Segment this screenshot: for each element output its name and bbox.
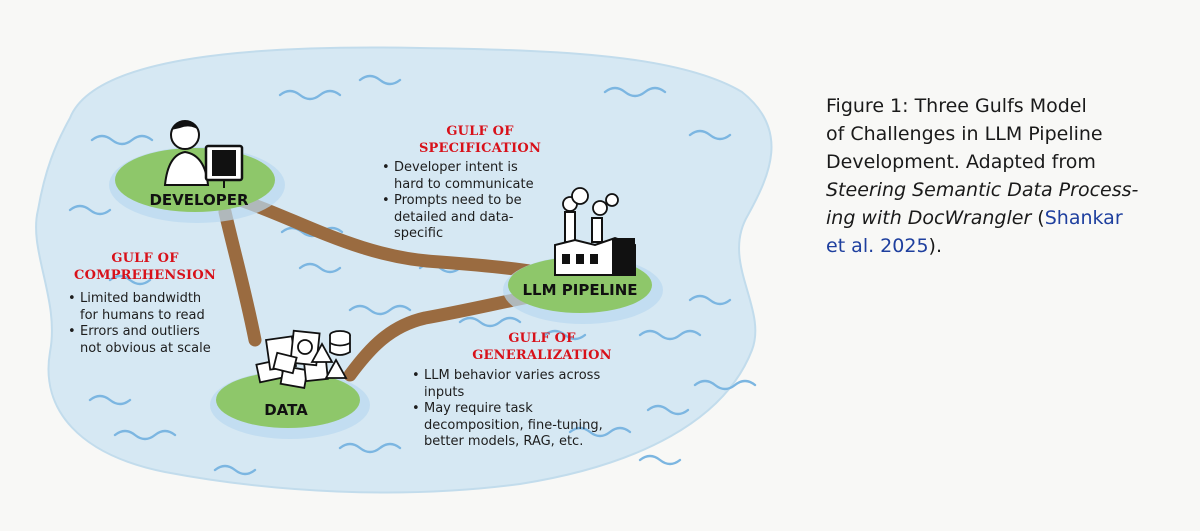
caption-line: ing with DocWrangler (Shankar: [826, 204, 1186, 232]
gulf-comprehension-title: GULF OF COMPREHENSION: [70, 250, 220, 284]
bullet-line: Errors and outliers: [80, 324, 200, 339]
caption-paren-open: (: [1031, 207, 1045, 229]
gulf-comprehension-title-line2: COMPREHENSION: [74, 268, 216, 283]
caption-line: Figure 1: Three Gulfs Model: [826, 95, 1087, 117]
bullet-line: better models, RAG, etc.: [424, 434, 584, 449]
factory-icon: [554, 187, 636, 276]
bullet-line: May require task: [424, 401, 533, 416]
bullet-line: Limited bandwidth: [80, 291, 202, 306]
bullet-line: LLM behavior varies across: [424, 368, 601, 383]
documents-icon: [255, 329, 351, 389]
bullet-line: for humans to read: [80, 307, 205, 323]
gulf-generalization-title: GULF OF GENERALIZATION: [462, 330, 622, 364]
bullet-line: not obvious at scale: [80, 340, 211, 356]
gulf-specification-title-line1: GULF OF: [446, 124, 514, 139]
caption-source-title: ing with DocWrangler: [826, 207, 1032, 229]
developer-person-icon: [163, 120, 244, 188]
gulf-comprehension-title-line1: GULF OF: [111, 251, 179, 266]
data-label: DATA: [264, 401, 308, 419]
gulf-specification-bullets: Developer intent is hard to communicate …: [380, 160, 570, 243]
caption-source-title: Steering Semantic Data Process-: [826, 179, 1139, 201]
list-item: Errors and outliers not obvious at scale: [66, 324, 241, 357]
gulf-comprehension-bullets: Limited bandwidth for humans to read Err…: [66, 291, 241, 357]
bullet-line: Prompts need to be: [394, 193, 522, 208]
citation-link[interactable]: Shankar: [1044, 207, 1123, 229]
list-item: Developer intent is hard to communicate: [380, 160, 570, 193]
bullet-line: specific: [394, 226, 444, 241]
caption-line: et al. 2025).: [826, 232, 1186, 260]
caption-paren-close: ).: [928, 235, 942, 257]
bullet-line: decomposition, fine-tuning,: [424, 417, 603, 433]
data-island: DATA: [210, 329, 370, 439]
gulf-generalization-bullets: LLM behavior varies across inputs May re…: [410, 368, 640, 451]
bullet-line: detailed and data-: [394, 209, 514, 225]
road-developer-data: [218, 205, 262, 347]
waves: [68, 74, 757, 476]
gulf-specification-title: GULF OF SPECIFICATION: [405, 123, 555, 157]
list-item: LLM behavior varies across inputs: [410, 368, 640, 401]
developer-island: DEVELOPER: [109, 120, 285, 223]
figure-caption: Figure 1: Three Gulfs Model of Challenge…: [826, 92, 1186, 260]
caption-line: of Challenges in LLM Pipeline: [826, 123, 1103, 145]
list-item: Limited bandwidth for humans to read: [66, 291, 241, 324]
bullet-line: inputs: [424, 384, 465, 400]
bullet-line: hard to communicate: [394, 176, 534, 192]
gulf-generalization-title-line2: GENERALIZATION: [472, 348, 612, 363]
llm-pipeline-label: LLM PIPELINE: [522, 281, 637, 299]
gulf-specification-title-line2: SPECIFICATION: [418, 141, 542, 156]
developer-label: DEVELOPER: [149, 191, 249, 209]
bullet-line: Developer intent is: [394, 160, 518, 175]
list-item: Prompts need to be detailed and data- sp…: [380, 193, 570, 243]
gulf-generalization-title-line1: GULF OF: [508, 331, 576, 346]
citation-link[interactable]: et al. 2025: [826, 235, 929, 257]
list-item: May require task decomposition, fine-tun…: [410, 401, 640, 451]
caption-line: Development. Adapted from: [826, 151, 1096, 173]
llm-pipeline-island: LLM PIPELINE: [503, 187, 663, 324]
